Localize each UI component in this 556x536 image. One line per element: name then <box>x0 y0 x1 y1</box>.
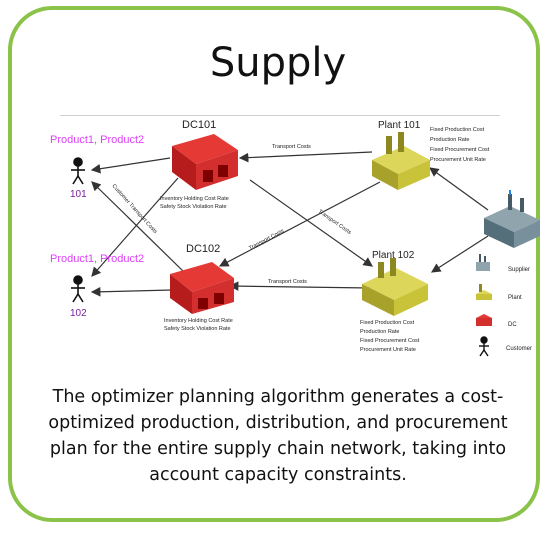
supplier-icon <box>476 254 490 271</box>
supply-chain-diagram: Product1, Product2 101 Product1, Product… <box>50 119 540 357</box>
customer-icon <box>71 275 85 303</box>
edge-dc102-cust101 <box>91 181 185 273</box>
divider <box>60 115 500 116</box>
edge-dc102-cust102 <box>90 286 173 297</box>
plant-icon <box>362 258 428 316</box>
plant101-attr: Production Rate <box>430 137 469 143</box>
customer-icon <box>479 336 489 357</box>
plant102-attr: Fixed Production Cost <box>360 320 415 326</box>
edge-plant102-dc102 <box>228 281 371 291</box>
legend: Supplier Plant DC Customer <box>476 254 532 357</box>
warehouse-icon <box>172 134 238 190</box>
edge-dc101-cust102 <box>91 177 179 277</box>
dc101-attr: Inventory Holding Cost Rate <box>160 196 229 202</box>
supplier-icon <box>484 190 540 248</box>
warehouse-icon <box>476 314 492 326</box>
plant102-attr: Fixed Procurement Cost <box>360 338 420 344</box>
plant101-label: Plant 101 <box>378 120 421 131</box>
legend-label: Plant <box>508 295 522 301</box>
plant102-attr: Production Rate <box>360 329 399 335</box>
edge-dc101-cust101 <box>90 157 171 174</box>
legend-label: Supplier <box>508 267 530 273</box>
card-frame <box>8 6 540 522</box>
edge-label: Transport Costs <box>248 228 285 252</box>
legend-label: DC <box>508 322 517 328</box>
edge-label: Transport Costs <box>268 279 307 285</box>
dc102-label: DC102 <box>186 243 220 255</box>
edge-supplier-plant102 <box>430 235 489 273</box>
dc101-label: DC101 <box>182 119 216 131</box>
warehouse-icon <box>170 262 234 314</box>
caption: The optimizer planning algorithm generat… <box>48 387 508 485</box>
dc102-attr: Safety Stock Violation Rate <box>164 326 231 332</box>
edge-label: Transport Costs <box>272 144 311 150</box>
customer-101-id: 101 <box>70 189 87 200</box>
edges <box>90 151 489 297</box>
edge-dc101-plant102 <box>249 179 373 267</box>
dc101-attr: Safety Stock Violation Rate <box>160 204 227 210</box>
plant-icon <box>372 132 430 190</box>
edge-supplier-plant101 <box>429 167 489 211</box>
edge-label: Transport Costs <box>317 209 353 236</box>
plant101-attr: Fixed Production Cost <box>430 127 485 133</box>
page-title: Supply <box>209 40 347 86</box>
plant102-attr: Procurement Unit Rate <box>360 347 416 353</box>
legend-label: Customer <box>506 346 532 352</box>
customer-101-products: Product1, Product2 <box>50 134 144 146</box>
dc102-attr: Inventory Holding Cost Rate <box>164 318 233 324</box>
plant102-label: Plant 102 <box>372 250 415 261</box>
customer-102-products: Product1, Product2 <box>50 253 144 265</box>
customer-icon <box>71 157 85 185</box>
edge-plant101-dc101 <box>238 151 373 163</box>
plant101-attr: Procurement Unit Rate <box>430 157 486 163</box>
edge-plant101-dc102 <box>218 181 381 267</box>
customer-102-id: 102 <box>70 308 87 319</box>
plant-icon <box>476 284 492 300</box>
plant101-attr: Fixed Procurement Cost <box>430 147 490 153</box>
